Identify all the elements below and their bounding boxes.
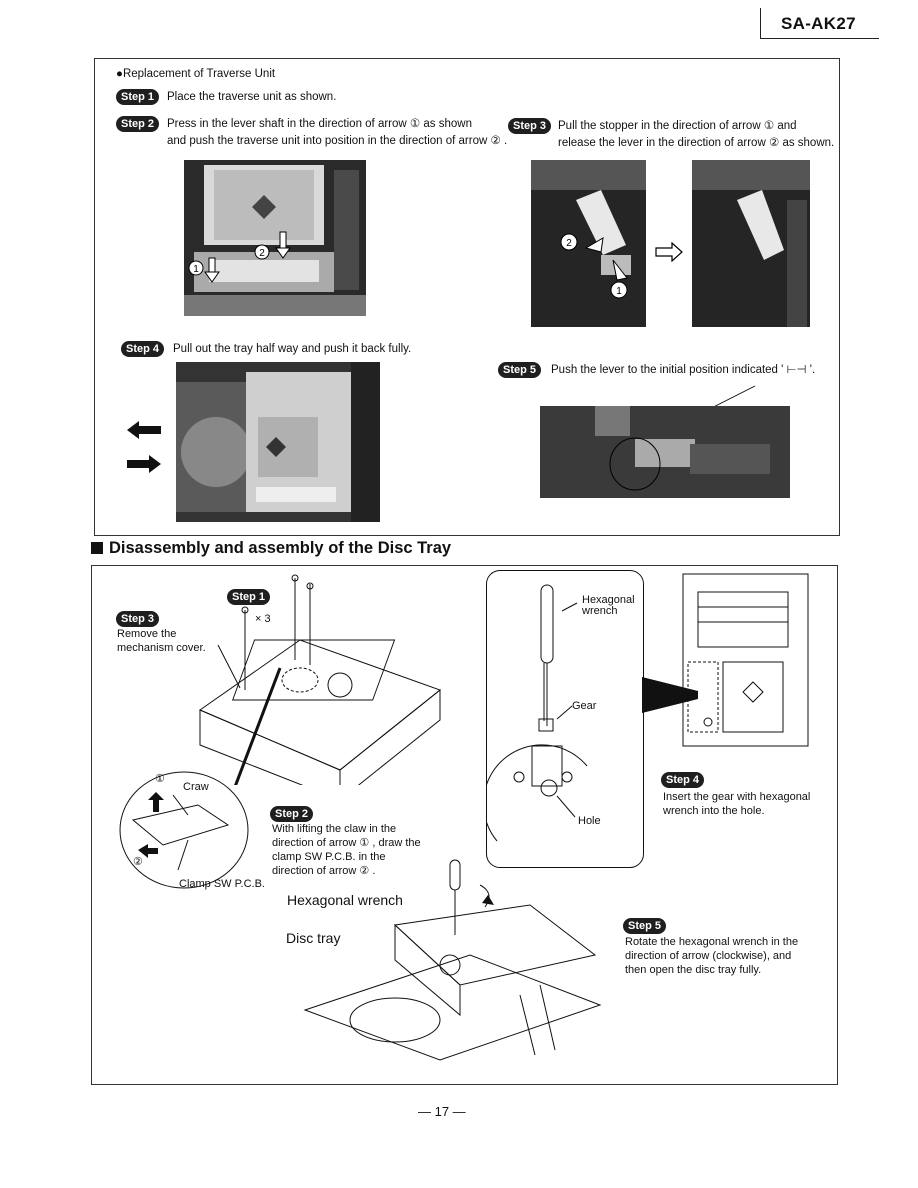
disc-tray-drawing: [300, 855, 610, 1065]
clamp-pcb-label: Clamp SW P.C.B.: [179, 878, 265, 890]
step1-badge: Step 1: [116, 89, 160, 105]
tray-photo: [176, 362, 380, 522]
s2-step2-text: With lifting the claw in the direction o…: [272, 823, 421, 877]
arrow-right-icon: [654, 241, 684, 263]
push-pull-arrows-icon: [125, 420, 163, 475]
hex-wrench-label-1: Hexagonal: [582, 594, 635, 606]
stopper-photo-after: [692, 160, 810, 327]
svg-text:2: 2: [566, 238, 572, 249]
hex-wrench-detail: [482, 570, 644, 868]
disc-tray-section-title: Disassembly and assembly of the Disc Tra…: [91, 539, 451, 558]
disc-tray-label: Disc tray: [286, 930, 341, 946]
model-header: SA-AK27: [760, 8, 879, 39]
svg-text:2: 2: [259, 248, 265, 259]
stopper-photo-before: 2 1: [531, 160, 646, 327]
step4-text: Pull out the tray half way and push it b…: [173, 343, 412, 355]
hole-label: Hole: [578, 815, 601, 827]
step2-text-line2: and push the traverse unit into position…: [167, 135, 508, 147]
step1-text: Place the traverse unit as shown.: [167, 91, 337, 103]
hex-wrench-big-label: Hexagonal wrench: [287, 892, 403, 908]
lever-position-photo: [540, 384, 790, 500]
step2-text-line1: Press in the lever shaft in the directio…: [167, 118, 472, 130]
top-view-drawing: [678, 572, 820, 750]
gear-label: Gear: [572, 700, 597, 712]
s2-step1-badge: Step 1: [227, 589, 271, 605]
s2-step3-line1: Remove the: [117, 628, 177, 640]
s2-step3-badge: Step 3: [116, 611, 160, 627]
disc-tray-box: [91, 565, 838, 1085]
page-number: — 17 —: [418, 1104, 466, 1119]
step3-text-line2: release the lever in the direction of ar…: [558, 137, 835, 149]
traverse-unit-photo: 2 1: [184, 160, 366, 316]
s2-step3-line2: mechanism cover.: [117, 642, 206, 654]
s2-step2-badge: Step 2: [270, 806, 314, 822]
svg-text:1: 1: [616, 286, 622, 297]
hex-wrench-label-2: wrench: [582, 605, 618, 617]
step3-badge: Step 3: [508, 118, 552, 134]
s2-step5-badge: Step 5: [623, 918, 667, 934]
traverse-unit-box: [94, 58, 840, 536]
section1-title: ●Replacement of Traverse Unit: [116, 68, 276, 80]
model-number: SA-AK27: [781, 14, 856, 33]
svg-text:1: 1: [193, 264, 199, 275]
step3-text-line1: Pull the stopper in the direction of arr…: [558, 120, 797, 132]
s2-step4-text: Insert the gear with hexagonal wrench in…: [663, 791, 811, 817]
step4-badge: Step 4: [121, 341, 165, 357]
clamp-callout: [118, 770, 250, 890]
step5-badge: Step 5: [498, 362, 542, 378]
marker-one: ①: [155, 773, 165, 785]
zoom-pointer-shape: [642, 673, 698, 717]
screw-count: × 3: [255, 613, 271, 625]
mechanism-drawing: [180, 570, 470, 802]
craw-label: Craw: [183, 781, 209, 793]
step2-badge: Step 2: [116, 116, 160, 132]
step5-text: Push the lever to the initial position i…: [551, 364, 816, 376]
section-square-icon: [91, 542, 103, 554]
disc-tray-title-text: Disassembly and assembly of the Disc Tra…: [109, 539, 452, 557]
s2-step5-text: Rotate the hexagonal wrench in the direc…: [625, 936, 799, 976]
marker-two: ②: [133, 856, 143, 868]
s2-step4-badge: Step 4: [661, 772, 705, 788]
